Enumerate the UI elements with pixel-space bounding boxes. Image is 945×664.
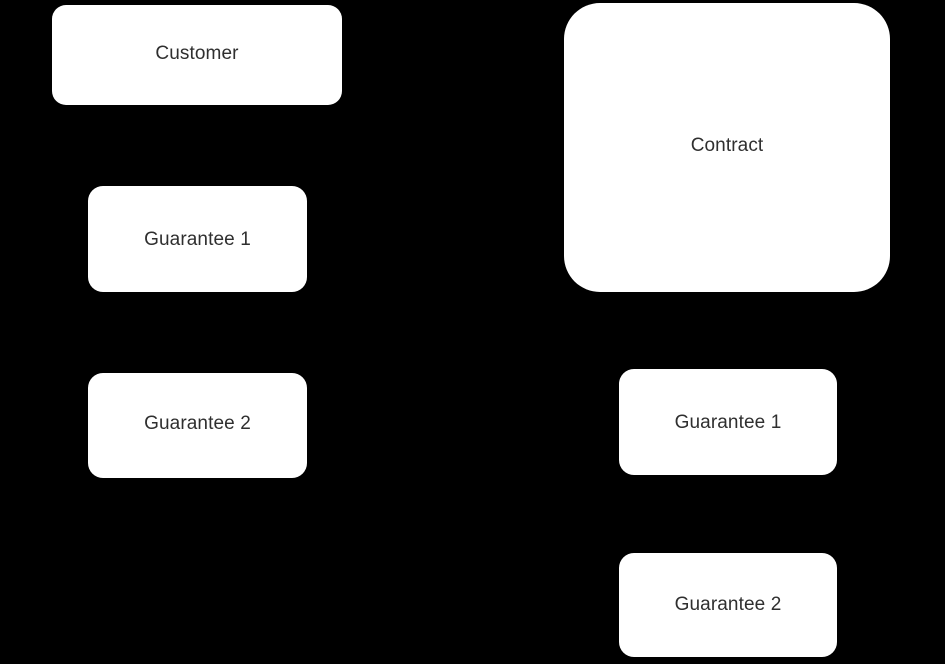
node-customer[interactable]: Customer bbox=[52, 5, 342, 105]
node-left-guarantee-1[interactable]: Guarantee 1 bbox=[88, 186, 307, 292]
node-right-guarantee-2[interactable]: Guarantee 2 bbox=[619, 553, 837, 657]
node-customer-label: Customer bbox=[155, 42, 239, 64]
node-right-guarantee-1-label: Guarantee 1 bbox=[674, 411, 782, 433]
node-left-guarantee-2-label: Guarantee 2 bbox=[144, 413, 251, 435]
node-contract-label: Contract bbox=[690, 135, 764, 157]
node-right-guarantee-2-label: Guarantee 2 bbox=[674, 593, 782, 615]
node-right-guarantee-1[interactable]: Guarantee 1 bbox=[619, 369, 837, 475]
node-left-guarantee-2[interactable]: Guarantee 2 bbox=[88, 373, 307, 478]
node-contract[interactable]: Contract bbox=[564, 3, 890, 292]
node-left-guarantee-1-label: Guarantee 1 bbox=[144, 228, 251, 250]
